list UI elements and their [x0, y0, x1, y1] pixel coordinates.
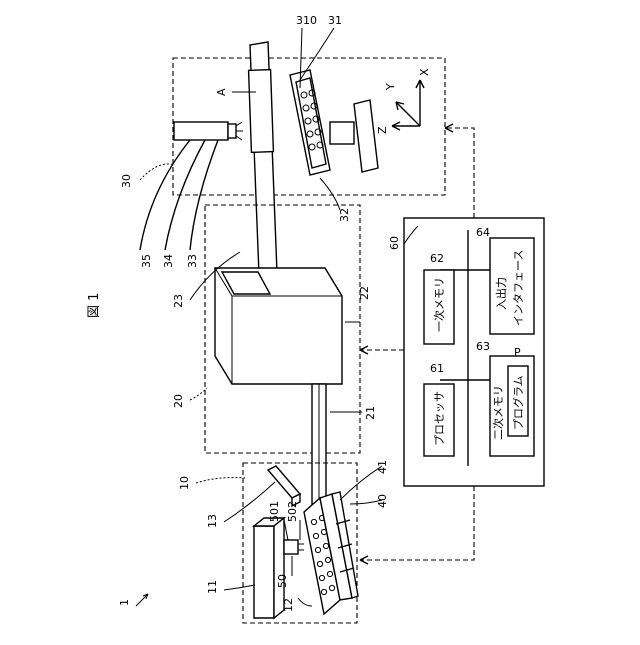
leader-12 — [298, 598, 312, 606]
camera-body — [174, 122, 228, 140]
program-label: プログラム — [511, 375, 525, 430]
label-12: 12 — [282, 598, 295, 612]
label-21: 21 — [364, 406, 377, 420]
leader-30 — [140, 164, 175, 180]
system-ref-label: 1 — [118, 594, 148, 606]
label-32: 32 — [338, 208, 351, 222]
cable-35 — [140, 140, 190, 250]
label-P: P — [514, 346, 521, 359]
label-502: 502 — [286, 501, 299, 522]
leader-10 — [196, 478, 245, 483]
rail-13 — [268, 466, 300, 498]
figure-title: 図 1 — [87, 293, 102, 318]
stage-base — [354, 100, 378, 172]
leader-31 — [300, 28, 334, 80]
label-31: 31 — [328, 14, 342, 27]
label-310: 310 — [296, 14, 317, 27]
label-41: 41 — [376, 460, 389, 474]
label-10: 10 — [178, 476, 191, 490]
axis-indicator: X Y Z — [376, 68, 431, 134]
label-63: 63 — [476, 340, 490, 353]
label-61: 61 — [430, 362, 444, 375]
axis-z-label: Z — [376, 126, 389, 134]
label-22: 22 — [358, 286, 371, 300]
label-62: 62 — [430, 252, 444, 265]
camera-lens — [228, 124, 236, 138]
label-501: 501 — [268, 501, 281, 522]
label-35: 35 — [140, 254, 153, 268]
tool-50 — [284, 540, 298, 554]
leader-501-502 — [284, 520, 300, 540]
label-23: 23 — [172, 294, 185, 308]
label-13: 13 — [206, 514, 219, 528]
svg-text:図 1: 図 1 — [87, 293, 102, 318]
label-64: 64 — [476, 226, 490, 239]
axis-y-label: Y — [384, 83, 397, 91]
leader-11 — [224, 585, 255, 590]
label-20: 20 — [172, 394, 185, 408]
leader-line — [136, 594, 148, 606]
processor-label: プロセッサ — [433, 391, 446, 446]
label-30: 30 — [120, 174, 133, 188]
label-50: 50 — [276, 574, 289, 588]
primary-memory-label: 一次メモリ — [432, 277, 446, 332]
io-label-1: 入出力 — [494, 277, 508, 310]
label-33: 33 — [186, 254, 199, 268]
secondary-memory-label: 二次メモリ — [491, 385, 505, 440]
io-label-2: インタフェース — [512, 250, 525, 326]
link-to-unit-30 — [445, 128, 474, 218]
window-A — [249, 70, 274, 153]
label-34: 34 — [162, 254, 175, 268]
axis-x-label: X — [418, 68, 431, 76]
label-60: 60 — [388, 236, 401, 250]
label-11: 11 — [206, 580, 219, 594]
light-rays — [236, 122, 243, 140]
label-A: A — [215, 88, 228, 96]
tool-tip — [298, 544, 304, 550]
block-11 — [254, 526, 274, 618]
stage-column — [330, 122, 354, 144]
svg-text:1: 1 — [118, 599, 131, 606]
